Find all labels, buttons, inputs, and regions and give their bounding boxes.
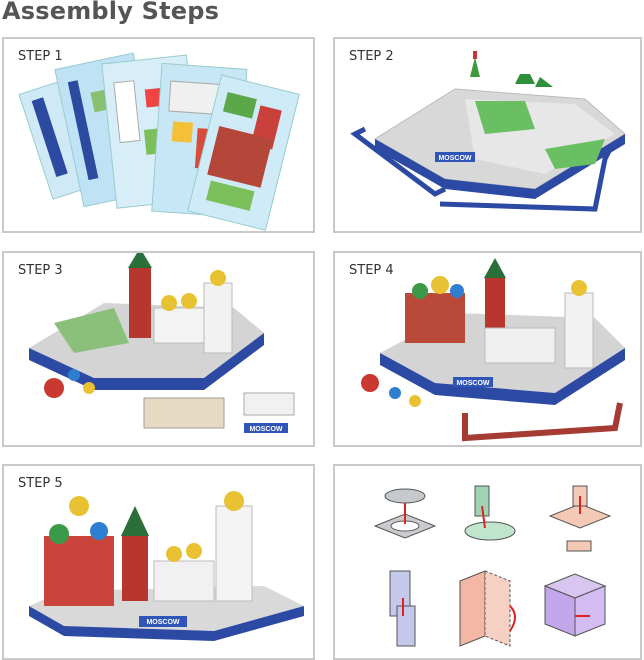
cross-lock-diagram-icon [548, 485, 612, 552]
step-2-label: STEP 2 [349, 49, 394, 64]
step-5-panel: STEP 5 MOSCOW [2, 464, 315, 660]
step-3-label: STEP 3 [18, 263, 63, 278]
city-sign [435, 152, 475, 162]
step-1-panel: STEP 1 [2, 37, 315, 233]
city-sign-text: MOSCOW [438, 155, 471, 162]
step-1-label: STEP 1 [18, 49, 63, 64]
step-1-sheets-illustration [18, 52, 300, 231]
city-sign-text: MOSCOW [456, 380, 489, 387]
fold-corner-diagram-icon [459, 570, 516, 647]
box-assembly-diagram-icon [543, 573, 607, 637]
step-4-label: STEP 4 [349, 263, 394, 278]
page-title: Assembly Steps [2, 0, 220, 25]
assembly-tips-panel [333, 464, 642, 660]
city-sign-text: MOSCOW [249, 426, 282, 433]
assembly-tips-illustration [373, 485, 612, 647]
insert-disc-diagram-icon [373, 488, 437, 539]
slot-join-diagram-icon [389, 570, 416, 647]
step-3-build-illustration: MOSCOW [29, 253, 295, 433]
step-2-panel: STEP 2 MOSCOW [333, 37, 642, 233]
step-3-panel: STEP 3 MOSCOW [2, 251, 315, 447]
step-2-base-illustration: MOSCOW [350, 51, 626, 212]
city-sign-text: MOSCOW [146, 619, 179, 626]
step-4-panel: STEP 4 MOSCOW [333, 251, 642, 447]
insert-tab-diagram-icon [464, 485, 516, 541]
step-5-finished-model-illustration: MOSCOW [29, 491, 304, 641]
step-4-build-illustration: MOSCOW [361, 258, 625, 442]
step-5-label: STEP 5 [18, 476, 63, 491]
